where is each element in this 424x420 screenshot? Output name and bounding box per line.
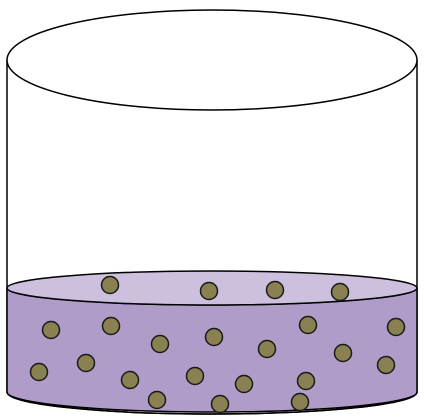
particle bbox=[103, 318, 120, 335]
particle bbox=[206, 329, 223, 346]
particle bbox=[332, 284, 349, 301]
particle bbox=[102, 277, 119, 294]
beaker-rim bbox=[7, 10, 417, 110]
particle bbox=[212, 396, 229, 413]
particle bbox=[236, 376, 253, 393]
particle bbox=[259, 341, 276, 358]
particle bbox=[43, 322, 60, 339]
liquid-body bbox=[7, 288, 417, 412]
particle bbox=[292, 394, 309, 411]
particle bbox=[201, 283, 218, 300]
particle bbox=[267, 282, 284, 299]
particle bbox=[31, 364, 48, 381]
particle bbox=[152, 336, 169, 353]
particle bbox=[187, 368, 204, 385]
particle bbox=[298, 373, 315, 390]
particle bbox=[378, 357, 395, 374]
particle bbox=[300, 317, 317, 334]
particle bbox=[78, 355, 95, 372]
particle bbox=[149, 392, 166, 409]
particle bbox=[122, 372, 139, 389]
particle bbox=[388, 319, 405, 336]
particle bbox=[335, 345, 352, 362]
